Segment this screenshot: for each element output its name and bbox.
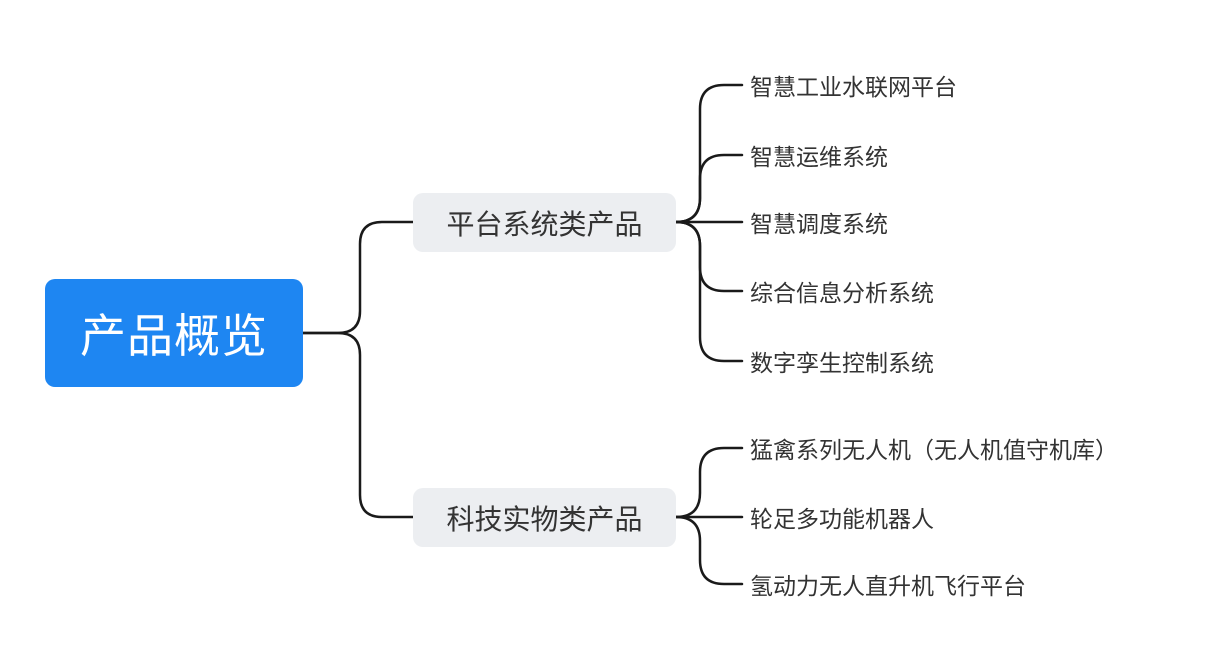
branch-node-platform-systems[interactable]: 平台系统类产品 (413, 193, 676, 252)
leaf-node-label: 氢动力无人直升机飞行平台 (750, 573, 1026, 599)
root-node-product-overview[interactable]: 产品概览 (45, 279, 303, 387)
connector-branch-platform-to-leaf-ops (674, 153, 744, 224)
leaf-node-label: 智慧运维系统 (750, 144, 888, 170)
branch-node-label: 科技实物类产品 (446, 503, 643, 535)
leaf-node-label: 轮足多功能机器人 (750, 506, 934, 532)
leaf-node-ops-system[interactable]: 智慧运维系统 (750, 138, 888, 172)
connector-root-to-branch-platform (301, 220, 415, 335)
branch-node-label: 平台系统类产品 (446, 208, 643, 240)
leaf-node-raptor-drone-series[interactable]: 猛禽系列无人机（无人机值守机库） (750, 431, 1118, 465)
leaf-node-label: 数字孪生控制系统 (750, 350, 934, 376)
leaf-node-dispatch-system[interactable]: 智慧调度系统 (750, 205, 888, 239)
root-node-label: 产品概览 (80, 310, 268, 362)
leaf-node-label: 猛禽系列无人机（无人机值守机库） (750, 437, 1118, 463)
connector-branch-platform-to-leaf-water-iot (674, 83, 744, 224)
leaf-node-wheel-leg-robot[interactable]: 轮足多功能机器人 (750, 500, 934, 534)
connector-branch-tech-to-leaf-raptor-drone (674, 446, 744, 519)
leaf-node-label: 智慧工业水联网平台 (750, 74, 957, 100)
leaf-node-digital-twin-system[interactable]: 数字孪生控制系统 (750, 344, 934, 378)
leaf-node-label: 智慧调度系统 (750, 211, 888, 237)
connector-branch-platform-to-leaf-analysis (674, 220, 744, 293)
leaf-node-water-iot-platform[interactable]: 智慧工业水联网平台 (750, 68, 957, 102)
connector-branch-tech-to-leaf-hydrogen (674, 515, 744, 586)
branch-node-tech-physical[interactable]: 科技实物类产品 (413, 488, 676, 547)
leaf-node-hydrogen-helicopter-platform[interactable]: 氢动力无人直升机飞行平台 (750, 567, 1026, 601)
connector-root-to-branch-tech (301, 331, 415, 519)
connector-branch-platform-to-leaf-digital-twin (674, 220, 744, 363)
leaf-node-label: 综合信息分析系统 (750, 280, 934, 306)
leaf-node-info-analysis-system[interactable]: 综合信息分析系统 (750, 274, 934, 308)
